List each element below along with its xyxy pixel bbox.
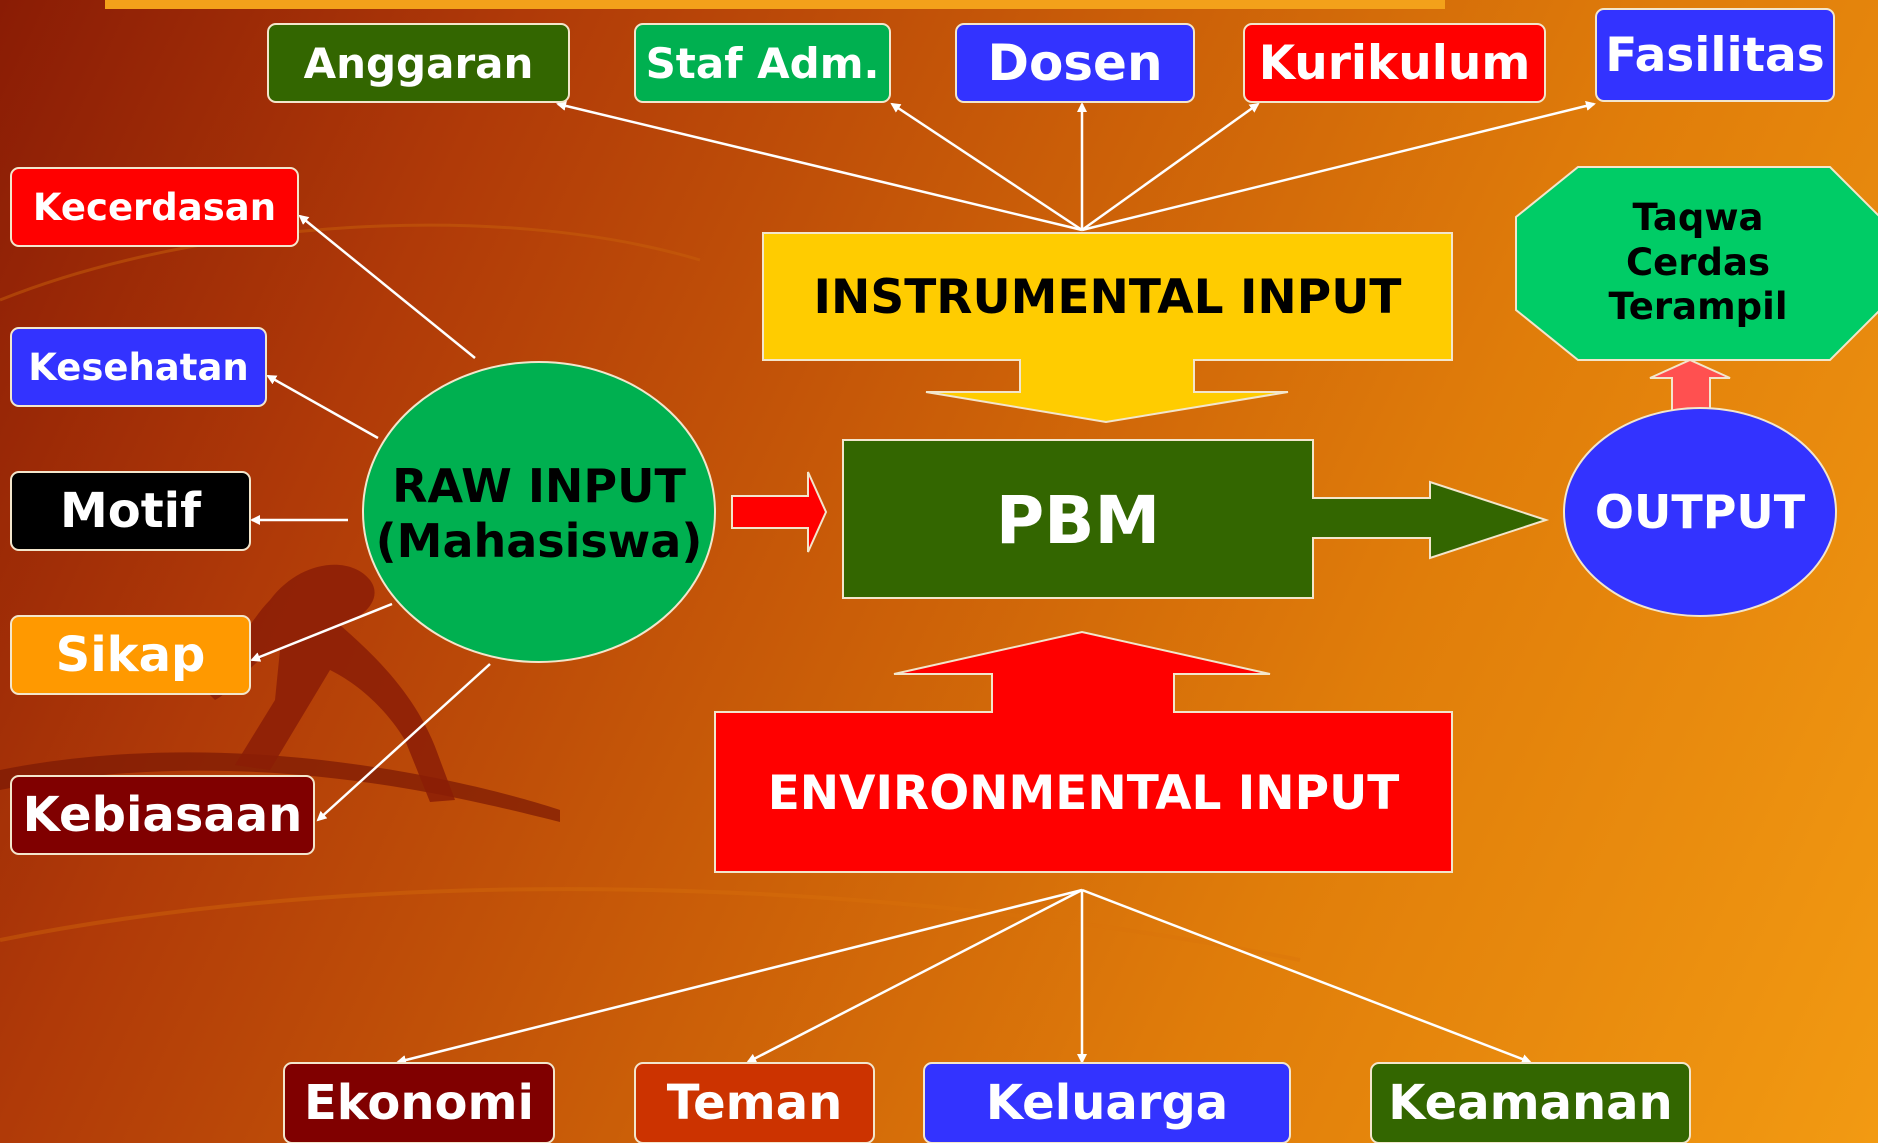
environmental-input-label: ENVIRONMENTAL INPUT — [767, 765, 1400, 821]
output-ellipse — [1563, 407, 1837, 617]
line-to-kesehatan — [266, 374, 379, 440]
line-to-kebiasaan — [316, 663, 491, 822]
box-dosen: Dosen — [955, 23, 1195, 103]
line-to-teman — [746, 888, 1083, 1064]
line-to-ekonomi — [396, 888, 1083, 1065]
line-to-kurikulum — [1081, 102, 1260, 232]
output-label: OUTPUT — [1594, 485, 1806, 539]
goal-terampil: Terampil — [1608, 285, 1788, 329]
raw-input-label: RAW INPUT (Mahasiswa) — [363, 452, 715, 576]
box-teman: Teman — [634, 1062, 875, 1143]
box-kebiasaan: Kebiasaan — [10, 775, 315, 855]
box-fasilitas: Fasilitas — [1595, 8, 1835, 102]
line-to-staf-adm — [890, 102, 1083, 232]
box-kecerdasan: Kecerdasan — [10, 167, 299, 247]
box-motif: Motif — [10, 471, 251, 551]
goal-taqwa: Taqwa — [1632, 196, 1764, 240]
line-to-anggaran — [556, 101, 1083, 232]
raw-to-pbm-arrow — [731, 471, 828, 553]
output-goals-label: Taqwa Cerdas Terampil — [1516, 190, 1878, 336]
box-kesehatan: Kesehatan — [10, 327, 267, 407]
raw-input-ellipse — [362, 361, 716, 663]
box-kurikulum: Kurikulum — [1243, 23, 1546, 103]
instrumental-input-arrow — [762, 232, 1453, 424]
box-anggaran: Anggaran — [267, 23, 570, 103]
box-keamanan: Keamanan — [1370, 1062, 1691, 1143]
line-to-keamanan — [1081, 888, 1532, 1064]
line-to-fasilitas — [1081, 101, 1596, 232]
raw-input-subtitle: (Mahasiswa) — [375, 514, 703, 568]
pbm-arrow-shape — [842, 439, 1550, 599]
pbm-label: PBM — [995, 481, 1161, 559]
output-to-goals-arrow — [1649, 358, 1731, 413]
box-sikap: Sikap — [10, 615, 251, 695]
instrumental-input-label: INSTRUMENTAL INPUT — [813, 269, 1402, 325]
environmental-input-arrow — [714, 630, 1453, 873]
raw-input-title: RAW INPUT — [392, 458, 686, 513]
top-stripe — [105, 0, 1445, 9]
line-to-kecerdasan — [298, 214, 476, 359]
goal-cerdas: Cerdas — [1626, 240, 1770, 284]
box-keluarga: Keluarga — [923, 1062, 1291, 1143]
output-goals-octagon — [1515, 166, 1878, 361]
box-ekonomi: Ekonomi — [283, 1062, 555, 1143]
line-to-sikap — [250, 602, 393, 662]
box-staf-adm: Staf Adm. — [634, 23, 891, 103]
